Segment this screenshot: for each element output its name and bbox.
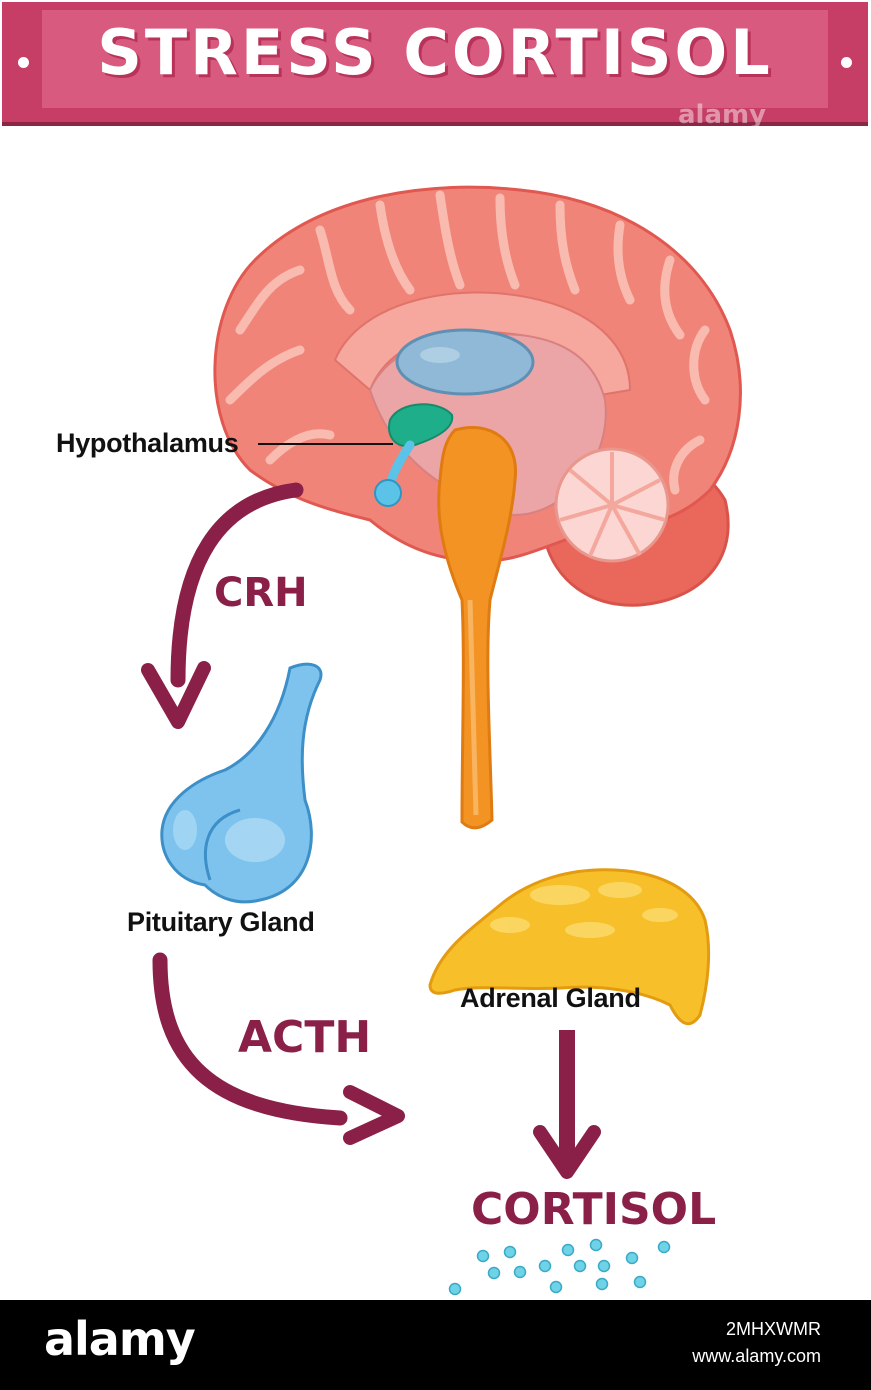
brainstem-highlight: [467, 599, 479, 816]
watermark: alamy: [678, 100, 767, 130]
banner-rivet-left: [18, 57, 29, 68]
brain-illustration: [213, 185, 742, 830]
title-banner-inner: [42, 10, 828, 108]
acth-arrow: [152, 952, 405, 1145]
ventricle: [395, 328, 535, 396]
footer-image-id: 2MHXWMR: [726, 1319, 821, 1339]
adrenal-gland-label: Adrenal Gland: [460, 983, 641, 1013]
pituitary-stalk: [387, 440, 415, 483]
acth-label: ACTH: [238, 1012, 372, 1063]
pituitary-bulb-small: [374, 479, 402, 507]
title-banner: STRESS CORTISOL: [2, 2, 868, 126]
adrenal-texture: [490, 882, 678, 938]
crh-arrow: [141, 482, 304, 729]
pituitary-gland-illustration: [160, 662, 323, 904]
hypothalamus-shape: [388, 403, 454, 448]
diagram-illustration: [141, 185, 742, 1296]
hypothalamus-label: Hypothalamus: [56, 428, 239, 458]
footer-bar: alamy 2MHXWMR www.alamy.com: [0, 1300, 871, 1390]
cortisol-particles: [448, 1238, 671, 1296]
pituitary-gland-label: Pituitary Gland: [127, 907, 315, 937]
brain-folds: [225, 190, 710, 495]
page-title: STRESS CORTISOL: [97, 16, 773, 89]
footer-url: www.alamy.com: [692, 1346, 821, 1366]
cortisol-label: CORTISOL: [471, 1184, 717, 1235]
cerebellum-branches: [559, 452, 666, 557]
footer-logo: alamy: [44, 1312, 196, 1366]
banner-rivet-right: [841, 57, 852, 68]
ventricle-highlight: [420, 347, 460, 363]
cortisol-arrow: [533, 1030, 601, 1179]
crh-label: CRH: [214, 570, 308, 616]
brainstem: [437, 425, 518, 830]
adrenal-gland-illustration: [428, 868, 711, 1026]
